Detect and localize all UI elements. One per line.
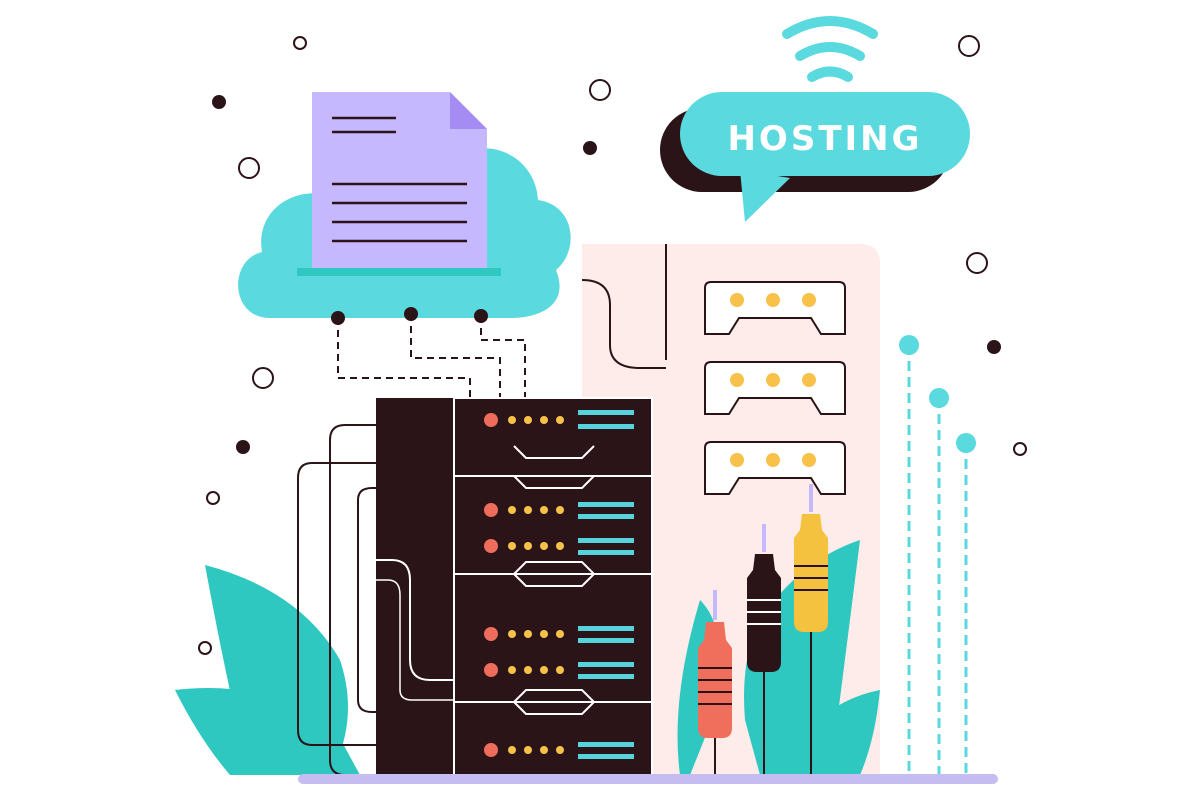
red-plug-icon bbox=[698, 590, 732, 775]
server-ports bbox=[704, 281, 846, 495]
rack-cables bbox=[297, 424, 376, 776]
decorative-dots bbox=[198, 35, 1027, 655]
signal-antennas bbox=[899, 335, 976, 775]
yellow-plug-icon bbox=[794, 484, 828, 775]
wifi-icon bbox=[782, 16, 878, 82]
leaves bbox=[175, 540, 880, 775]
hosting-label: HOSTING bbox=[727, 119, 922, 159]
server-unit bbox=[453, 475, 653, 575]
hosting-speech-bubble: HOSTING bbox=[660, 92, 970, 222]
connector-dots bbox=[331, 307, 488, 325]
document-icon bbox=[297, 92, 501, 276]
floor-bar bbox=[298, 774, 998, 784]
server-rack bbox=[376, 398, 652, 778]
cable-plugs bbox=[698, 484, 828, 775]
server-units bbox=[453, 397, 653, 779]
black-plug-icon bbox=[747, 524, 781, 775]
cloud-connectors bbox=[337, 314, 526, 398]
